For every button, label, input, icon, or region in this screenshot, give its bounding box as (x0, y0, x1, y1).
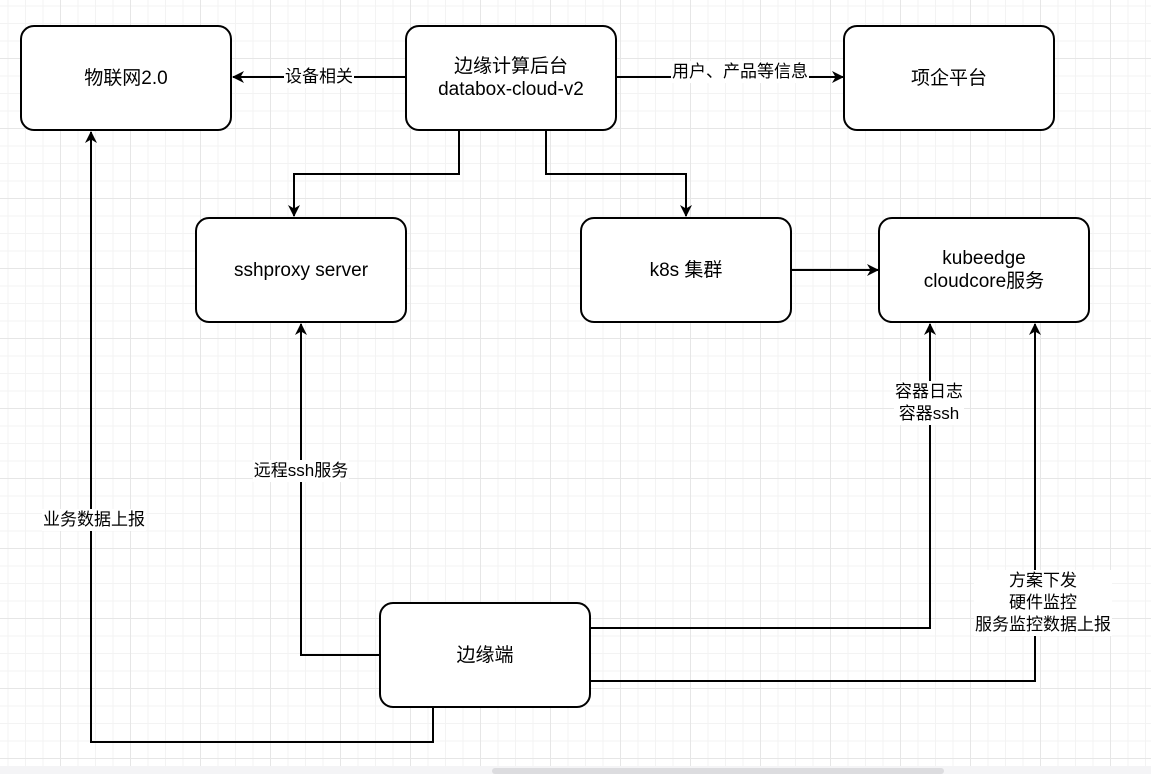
node-sshproxy-server[interactable]: sshproxy server (195, 217, 407, 323)
edge-label-service-monitor-report: 服务监控数据上报 (975, 615, 1111, 634)
edge-label-device-related: 设备相关 (284, 66, 354, 88)
edge-label-plan-dispatch: 方案下发 (1009, 571, 1077, 590)
node-enterprise-platform[interactable]: 项企平台 (843, 25, 1055, 131)
node-kubeedge-cloudcore-line2: cloudcore服务 (923, 271, 1045, 292)
edge-backend-to-sshproxy[interactable] (288, 130, 460, 217)
edge-label-remote-ssh-text: 远程ssh服务 (253, 461, 349, 480)
node-sshproxy-server-label: sshproxy server (233, 259, 369, 281)
node-iot-platform-label: 物联网2.0 (84, 67, 168, 89)
node-k8s-cluster[interactable]: k8s 集群 (580, 217, 792, 323)
edge-label-hardware-monitor: 硬件监控 (1009, 593, 1077, 612)
node-kubeedge-cloudcore[interactable]: kubeedge cloudcore服务 (878, 217, 1090, 323)
edge-backend-to-k8s[interactable] (545, 130, 692, 217)
node-kubeedge-cloudcore-line1: kubeedge (942, 248, 1026, 269)
node-iot-platform[interactable]: 物联网2.0 (20, 25, 232, 131)
edge-label-container-ssh: 容器ssh (898, 404, 960, 423)
node-edge-computing-backend-subtitle: databox-cloud-v2 (438, 79, 584, 100)
edge-edge-to-iot[interactable] (85, 131, 434, 743)
horizontal-scrollbar-thumb[interactable] (492, 768, 944, 774)
edge-label-monitoring: 方案下发 硬件监控 服务监控数据上报 (974, 570, 1112, 636)
edge-label-business-data-report: 业务数据上报 (42, 509, 146, 531)
edge-edge-to-kubeedge-logs[interactable] (590, 323, 936, 629)
node-k8s-cluster-label: k8s 集群 (649, 259, 723, 281)
edge-label-user-product-info: 用户、产品等信息 (671, 61, 809, 83)
edge-label-user-product-info-text: 用户、产品等信息 (672, 62, 808, 81)
node-edge-computing-backend[interactable]: 边缘计算后台 databox-cloud-v2 (405, 25, 617, 131)
edge-label-remote-ssh: 远程ssh服务 (252, 460, 350, 482)
edge-edge-to-kubeedge-monitor[interactable] (590, 323, 1041, 682)
edge-edge-to-sshproxy[interactable] (295, 323, 380, 656)
edge-label-container-logs-ssh: 容器日志 容器ssh (894, 381, 964, 425)
node-edge-device-label: 边缘端 (456, 644, 514, 666)
edge-label-container-logs: 容器日志 (895, 382, 963, 401)
node-edge-computing-backend-title: 边缘计算后台 (453, 56, 568, 77)
node-enterprise-platform-label: 项企平台 (910, 67, 987, 89)
edge-label-device-related-text: 设备相关 (285, 67, 353, 86)
node-edge-device[interactable]: 边缘端 (379, 602, 591, 708)
edge-label-business-data-report-text: 业务数据上报 (43, 510, 145, 529)
